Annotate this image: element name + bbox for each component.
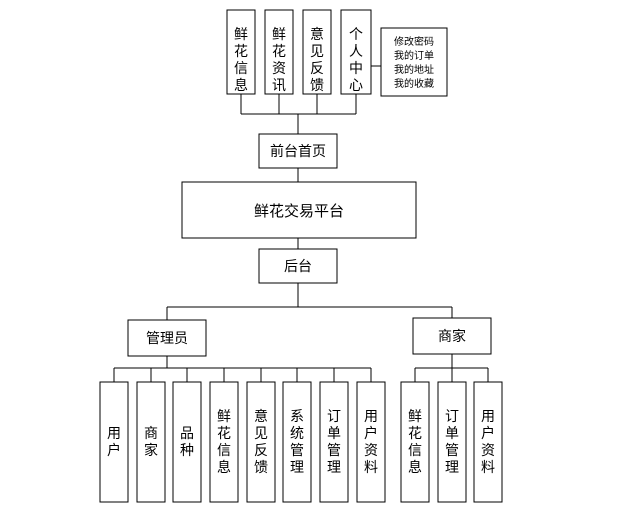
admin-module-4-char-4: 息 bbox=[217, 459, 231, 476]
admin-module-7-char-4: 理 bbox=[327, 460, 341, 476]
admin-module-5-char-3: 反 bbox=[254, 443, 268, 459]
personal-item-1: 修改密码 bbox=[394, 35, 434, 48]
admin-module-2-char-1: 商 bbox=[144, 426, 158, 442]
front-home-node: 前台首页 bbox=[258, 133, 338, 169]
merchant-module-2-char-3: 管 bbox=[445, 443, 459, 459]
merchant-module-3: 用 户 资 料 bbox=[473, 381, 503, 503]
front-module-3-char-4: 馈 bbox=[310, 78, 324, 94]
front-module-2-char-1: 鲜 bbox=[272, 27, 286, 43]
merchant-connectors bbox=[414, 354, 489, 382]
merchant-module-3-char-2: 户 bbox=[481, 425, 495, 442]
personal-item-3: 我的地址 bbox=[394, 63, 434, 76]
admin-module-7-char-1: 订 bbox=[327, 409, 341, 425]
front-module-1: 鲜 花 信 息 bbox=[226, 9, 256, 95]
front-home-label: 前台首页 bbox=[270, 143, 326, 160]
admin-module-8-char-2: 户 bbox=[364, 425, 378, 442]
front-module-1-char-2: 花 bbox=[234, 44, 248, 60]
front-module-3-char-1: 意 bbox=[310, 26, 324, 43]
merchant-module-2-char-2: 单 bbox=[445, 426, 459, 442]
merchant-module-2-char-4: 理 bbox=[445, 460, 459, 476]
front-module-1-char-3: 信 bbox=[234, 61, 248, 77]
admin-module-8-char-4: 料 bbox=[364, 460, 378, 476]
front-module-3-char-3: 反 bbox=[310, 61, 324, 77]
front-module-3-char-2: 见 bbox=[310, 44, 324, 60]
personal-item-2: 我的订单 bbox=[394, 49, 434, 62]
front-module-4-char-4: 心 bbox=[349, 78, 363, 94]
merchant-node: 商家 bbox=[412, 317, 492, 355]
admin-module-1-char-2: 户 bbox=[107, 442, 121, 459]
admin-module-3: 品 种 bbox=[172, 381, 202, 503]
admin-node: 管理员 bbox=[127, 319, 207, 357]
front-module-4-char-3: 中 bbox=[349, 61, 363, 77]
admin-module-5-char-2: 见 bbox=[254, 426, 268, 442]
front-module-2-char-4: 讯 bbox=[272, 78, 286, 94]
admin-module-7: 订 单 管 理 bbox=[319, 381, 349, 503]
admin-module-2-char-2: 家 bbox=[144, 442, 158, 459]
admin-label: 管理员 bbox=[146, 331, 188, 347]
front-module-2-char-3: 资 bbox=[272, 61, 286, 77]
front-module-2-char-2: 花 bbox=[272, 44, 286, 60]
front-module-2: 鲜 花 资 讯 bbox=[264, 9, 294, 95]
admin-module-3-char-1: 品 bbox=[180, 426, 194, 442]
personal-item-4: 我的收藏 bbox=[394, 77, 434, 90]
personal-center-items: 修改密码 我的订单 我的地址 我的收藏 bbox=[380, 27, 448, 97]
admin-module-7-char-2: 单 bbox=[327, 426, 341, 442]
front-connectors bbox=[240, 65, 381, 249]
merchant-module-3-char-4: 料 bbox=[481, 460, 495, 476]
merchant-module-2-char-1: 订 bbox=[445, 409, 459, 425]
merchant-module-1-char-2: 花 bbox=[408, 426, 422, 442]
front-module-1-char-1: 鲜 bbox=[234, 27, 248, 43]
admin-module-4-char-3: 信 bbox=[217, 443, 231, 459]
front-module-4-char-2: 人 bbox=[349, 44, 363, 60]
admin-module-8: 用 户 资 料 bbox=[356, 381, 386, 503]
admin-module-5: 意 见 反 馈 bbox=[246, 381, 276, 503]
backend-label: 后台 bbox=[284, 259, 312, 275]
admin-module-1: 用 户 bbox=[99, 381, 129, 503]
admin-module-7-char-3: 管 bbox=[327, 443, 341, 459]
merchant-module-1-char-3: 信 bbox=[408, 443, 422, 459]
admin-module-6-char-3: 管 bbox=[290, 443, 304, 459]
front-module-4: 个 人 中 心 bbox=[340, 9, 372, 95]
front-module-3: 意 见 反 馈 bbox=[302, 9, 332, 95]
admin-module-3-char-2: 种 bbox=[180, 443, 194, 459]
merchant-module-3-char-3: 资 bbox=[481, 443, 495, 459]
front-module-1-char-4: 息 bbox=[234, 77, 248, 94]
merchant-module-1-char-1: 鲜 bbox=[408, 409, 422, 425]
backend-connectors bbox=[166, 283, 453, 320]
merchant-module-3-char-1: 用 bbox=[481, 409, 495, 425]
platform-node: 鲜花交易平台 bbox=[181, 181, 417, 239]
admin-module-8-char-3: 资 bbox=[364, 443, 378, 459]
admin-module-4-char-1: 鲜 bbox=[217, 409, 231, 425]
admin-module-4: 鲜 花 信 息 bbox=[209, 381, 239, 503]
merchant-module-1: 鲜 花 信 息 bbox=[400, 381, 430, 503]
front-module-4-char-1: 个 bbox=[349, 27, 363, 43]
admin-module-6-char-2: 统 bbox=[290, 426, 304, 442]
merchant-module-1-char-4: 息 bbox=[408, 459, 422, 476]
platform-label: 鲜花交易平台 bbox=[254, 202, 344, 220]
admin-module-4-char-2: 花 bbox=[217, 426, 231, 442]
merchant-label: 商家 bbox=[438, 328, 466, 345]
backend-node: 后台 bbox=[258, 248, 338, 284]
admin-connectors bbox=[113, 356, 372, 382]
admin-module-1-char-1: 用 bbox=[107, 426, 121, 442]
admin-module-8-char-1: 用 bbox=[364, 409, 378, 425]
admin-module-2: 商 家 bbox=[136, 381, 166, 503]
admin-module-6-char-1: 系 bbox=[290, 409, 304, 425]
admin-module-5-char-1: 意 bbox=[254, 408, 268, 425]
admin-module-5-char-4: 馈 bbox=[254, 460, 268, 476]
admin-module-6: 系 统 管 理 bbox=[282, 381, 312, 503]
merchant-module-2: 订 单 管 理 bbox=[437, 381, 467, 503]
admin-module-6-char-4: 理 bbox=[290, 460, 304, 476]
